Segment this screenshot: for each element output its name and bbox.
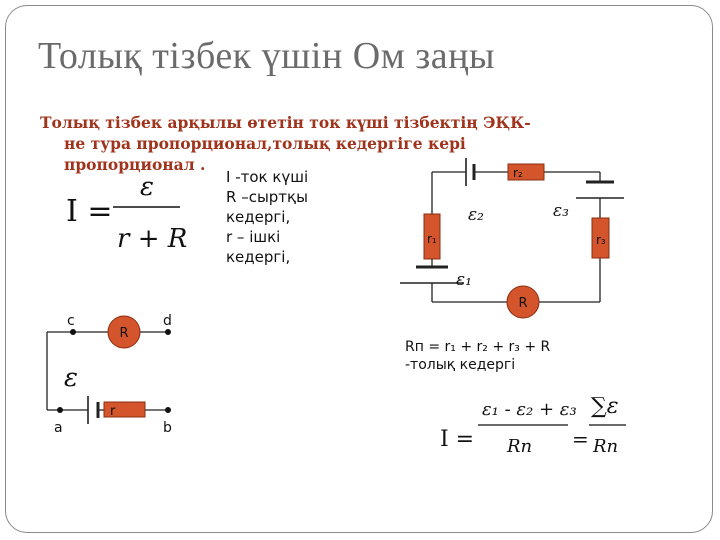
- resistor-r-left-label: r: [110, 404, 116, 419]
- emf2-label: ε₂: [468, 205, 484, 225]
- node-c-label: c: [67, 313, 75, 329]
- legend-internal-resistance: r – ішкі: [226, 228, 281, 246]
- formula2-denominator: Rп: [506, 436, 532, 457]
- resistor-R-left-label: R: [119, 326, 128, 341]
- slide-frame: [5, 5, 713, 533]
- resistor-R-right: [506, 285, 540, 319]
- legend-internal-resistance-2: кедергі,: [226, 248, 291, 266]
- resistor-r2-label: r₂: [513, 166, 523, 180]
- ohm-formula: I = ε r + R: [66, 172, 187, 254]
- node-d-dot: [165, 329, 171, 335]
- resistor-r3-label: r₃: [596, 233, 606, 247]
- subtitle-line-1: Толық тізбек арқылы өтетін ток күші тізб…: [40, 113, 531, 132]
- legend-external-resistance: R –сыртқы: [226, 188, 308, 206]
- resistor-R-left: [107, 315, 141, 349]
- slide-title: Толық тізбек үшін Ом заңы: [38, 35, 496, 77]
- node-a-label: a: [54, 420, 63, 436]
- subtitle-line-2: не тура пропорционал,толық кедергіге кер…: [64, 134, 466, 153]
- emf-left-label: ε: [64, 363, 78, 393]
- resistor-r2: [507, 163, 545, 181]
- node-a-dot: [57, 407, 63, 413]
- formula2-numerator: ε₁ - ε₂ + ε₃: [482, 399, 577, 420]
- variables-legend: I -ток күші R –сыртқы кедергі, r – ішкі …: [224, 167, 311, 267]
- resistor-R-right-label: R: [518, 296, 527, 311]
- total-resistance-text: Rп = r₁ + r₂ + r₃ + R -толық кедергі: [405, 338, 550, 374]
- node-c-dot: [70, 329, 76, 335]
- formula2-equals: =: [572, 427, 589, 451]
- complex-circuit: [400, 158, 624, 303]
- resistor-r1: [423, 213, 441, 260]
- emf3-label: ε₃: [553, 201, 569, 221]
- node-b-dot: [165, 407, 171, 413]
- legend-external-resistance-2: кедергі,: [226, 208, 291, 226]
- resistor-r-left: [103, 401, 146, 418]
- subtitle-line-3: пропорционал .: [64, 155, 206, 174]
- total-resistance-equation: Rп = r₁ + r₂ + r₃ + R: [405, 339, 551, 355]
- formula2-sum-numerator: ∑ε: [591, 394, 619, 419]
- resistor-r3: [591, 217, 610, 259]
- emf1-label: ε₁: [456, 270, 472, 290]
- formula2-lhs: I =: [440, 427, 474, 452]
- resistor-r1-label: r₁: [427, 232, 437, 246]
- formula1-lhs: I =: [66, 194, 113, 229]
- slide-subtitle: Толық тізбек арқылы өтетін ток күші тізб…: [40, 112, 680, 175]
- formula1-denominator: r + R: [117, 224, 187, 254]
- legend-current: I -ток күші: [226, 168, 309, 186]
- kirchhoff-formula: I = ε₁ - ε₂ + ε₃ Rп = ∑ε Rп: [440, 394, 626, 457]
- node-b-label: b: [163, 420, 172, 436]
- node-d-label: d: [163, 313, 172, 329]
- total-resistance-caption: -толық кедергі: [405, 357, 516, 373]
- simple-circuit: [46, 331, 168, 424]
- formula1-numerator: ε: [140, 172, 154, 202]
- formula2-sum-denominator: Rп: [592, 436, 618, 457]
